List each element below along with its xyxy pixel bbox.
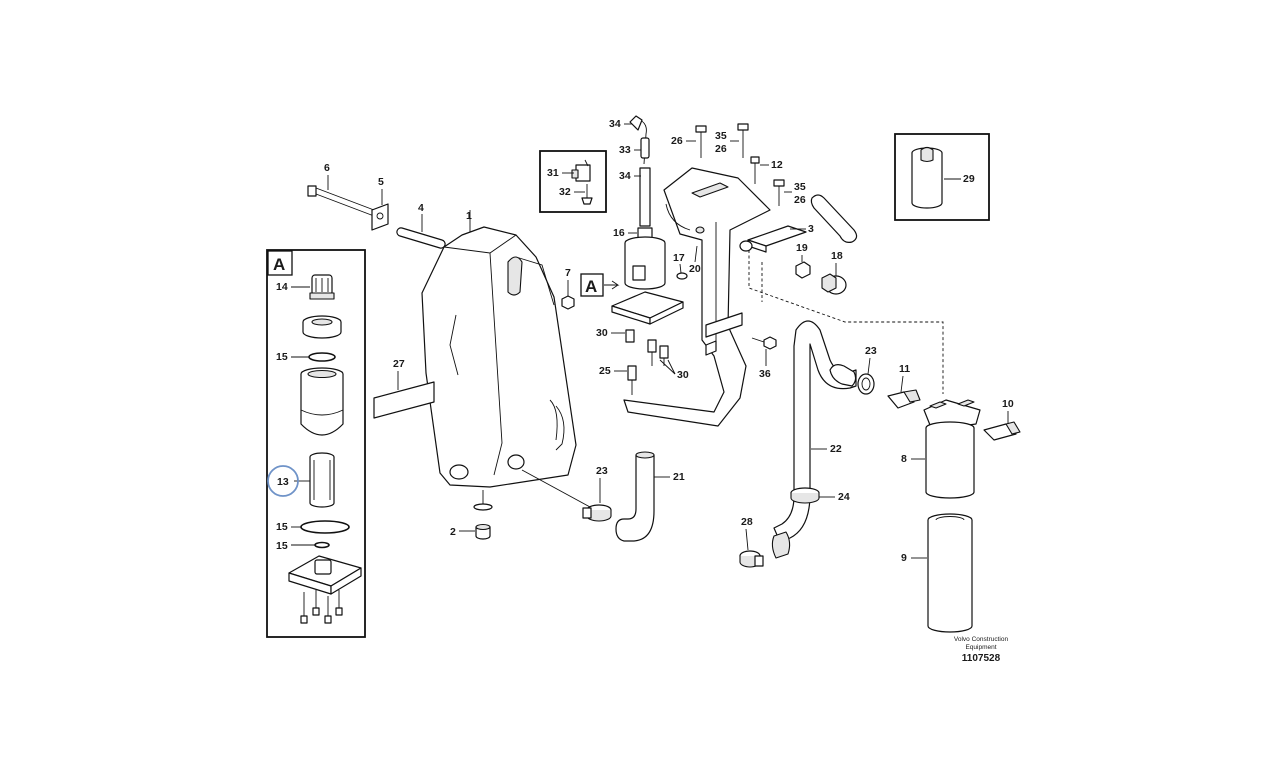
fitting-19-part[interactable] (795, 261, 811, 279)
callout-19[interactable]: 19 (796, 242, 808, 254)
hose-clamp-right-part[interactable] (857, 373, 875, 395)
hose-clamp-left-part[interactable] (582, 504, 612, 522)
drain-plug-part[interactable] (473, 503, 493, 540)
spacer-tube-part[interactable] (396, 227, 446, 249)
callout-15-middle[interactable]: 15 (276, 521, 288, 533)
callout-36[interactable]: 36 (759, 368, 771, 380)
washer-17-part[interactable] (676, 272, 688, 280)
valve-bracket-part[interactable] (739, 225, 807, 253)
hose-clamp-mid-part[interactable] (790, 487, 820, 504)
callout-34-top[interactable]: 34 (609, 118, 621, 130)
filter-collar-part[interactable] (302, 315, 342, 339)
callout-32[interactable]: 32 (559, 186, 571, 198)
callout-35-top[interactable]: 35 (715, 130, 727, 142)
suction-hose-part[interactable] (615, 451, 655, 542)
mounting-bracket-part[interactable] (623, 167, 771, 427)
breather-hose-part[interactable] (810, 194, 858, 243)
manufacturer-name: Volvo Construction (954, 636, 1009, 643)
fitting-10-part[interactable] (983, 421, 1021, 441)
label-plate-part[interactable] (373, 381, 435, 419)
long-bolt-part[interactable] (307, 185, 375, 217)
callout-23-left[interactable]: 23 (596, 465, 608, 477)
callout-23-right[interactable]: 23 (865, 345, 877, 357)
plate-washer-part[interactable] (371, 203, 389, 231)
callout-13[interactable]: 13 (277, 476, 289, 488)
o-ring-large[interactable] (300, 520, 350, 534)
callout-29[interactable]: 29 (963, 173, 975, 185)
filter-base-part[interactable] (288, 555, 362, 595)
callout-10[interactable]: 10 (1002, 398, 1014, 410)
callout-26-left[interactable]: 26 (671, 135, 683, 147)
manufacturer-subname: Equipment (965, 644, 996, 651)
callout-26-middle[interactable]: 26 (715, 143, 727, 155)
detail-a-marker[interactable]: A (580, 273, 620, 297)
callout-1[interactable]: 1 (466, 210, 472, 222)
pump-motor-part[interactable] (611, 227, 684, 325)
callout-30-left[interactable]: 30 (596, 327, 608, 339)
callout-12[interactable]: 12 (771, 159, 783, 171)
hose-clamp-bottom-part[interactable] (739, 550, 764, 568)
callout-11[interactable]: 11 (899, 363, 910, 375)
callout-28[interactable]: 28 (741, 516, 753, 528)
callout-21[interactable]: 21 (673, 471, 685, 483)
selected-callout-ring (267, 465, 299, 497)
detail-clip-frame: 31 32 (539, 150, 607, 213)
bracket-bolts[interactable] (695, 123, 785, 206)
filter-cartridge-part[interactable] (927, 513, 973, 633)
callout-14[interactable]: 14 (276, 281, 288, 293)
callout-20[interactable]: 20 (689, 263, 701, 275)
nut-part[interactable] (561, 295, 575, 310)
filter-element-part[interactable] (309, 452, 335, 508)
callout-22[interactable]: 22 (830, 443, 842, 455)
callout-26-right[interactable]: 26 (794, 194, 806, 206)
callout-25[interactable]: 25 (599, 365, 611, 377)
breather-filter-part[interactable] (821, 273, 847, 295)
svg-text:A: A (585, 277, 597, 296)
adapter-11-part[interactable] (887, 389, 921, 409)
callout-3[interactable]: 3 (808, 223, 814, 235)
callout-6[interactable]: 6 (324, 162, 330, 174)
filter-canister-part[interactable] (925, 421, 975, 499)
callout-16[interactable]: 16 (613, 227, 625, 239)
bolt-36-part[interactable] (751, 336, 777, 350)
detail-a-letter: A (273, 255, 285, 274)
pump-fittings[interactable] (625, 329, 669, 395)
hose-end-part[interactable] (829, 364, 857, 387)
callout-8[interactable]: 8 (901, 453, 907, 465)
callout-7[interactable]: 7 (565, 267, 571, 279)
callout-31[interactable]: 31 (547, 167, 559, 179)
callout-18[interactable]: 18 (831, 250, 843, 262)
base-bolts[interactable] (300, 590, 343, 624)
callout-30-right[interactable]: 30 (677, 369, 689, 381)
hydraulic-tank-part[interactable] (421, 226, 577, 488)
o-ring-small[interactable] (314, 541, 330, 549)
callout-35-right[interactable]: 35 (794, 181, 806, 193)
sensor-cable-part[interactable] (629, 115, 651, 227)
callout-33[interactable]: 33 (619, 144, 631, 156)
callout-17[interactable]: 17 (673, 252, 685, 264)
callout-15-top[interactable]: 15 (276, 351, 288, 363)
detail-a-frame: A (266, 249, 366, 638)
callout-5[interactable]: 5 (378, 176, 384, 188)
callout-27[interactable]: 27 (393, 358, 405, 370)
drawing-number: 1107528 (962, 653, 1001, 664)
callout-9[interactable]: 9 (901, 552, 907, 564)
callout-15-bottom[interactable]: 15 (276, 540, 288, 552)
return-hose-part[interactable] (771, 320, 857, 559)
callout-4[interactable]: 4 (418, 202, 424, 214)
callout-2[interactable]: 2 (450, 526, 456, 538)
filter-cap-part[interactable] (309, 274, 335, 300)
o-ring-top[interactable] (308, 352, 336, 362)
detail-sleeve-frame: 29 (894, 133, 990, 221)
callout-34-middle[interactable]: 34 (619, 170, 631, 182)
filter-housing-part[interactable] (300, 367, 344, 436)
callout-24[interactable]: 24 (838, 491, 850, 503)
